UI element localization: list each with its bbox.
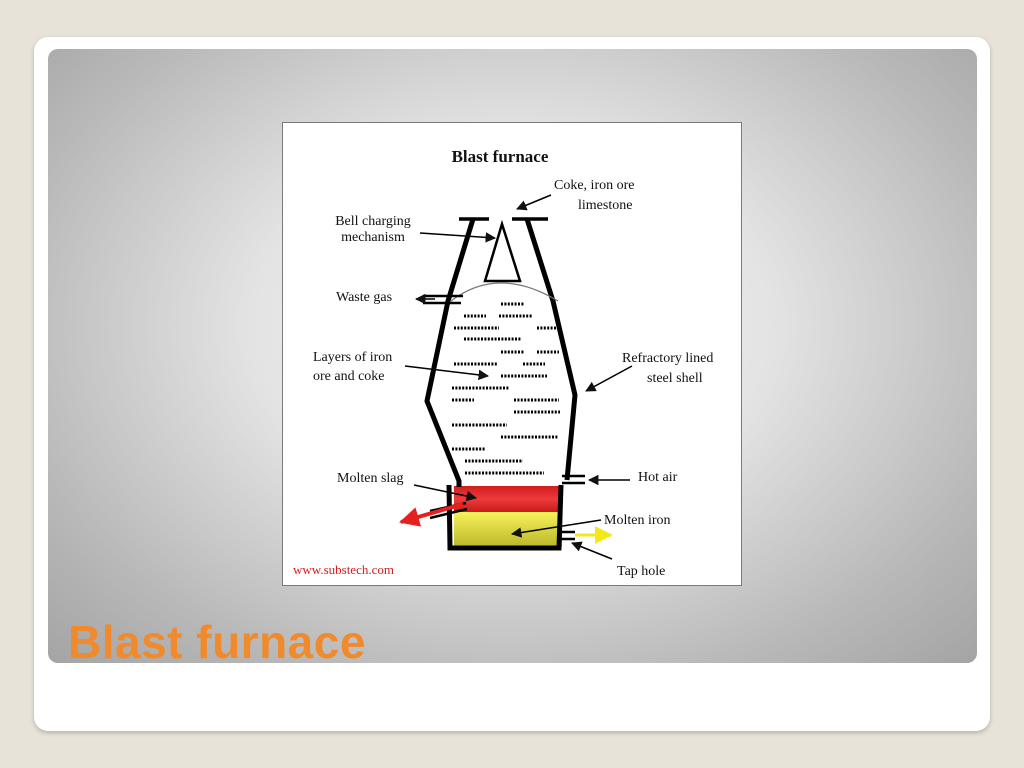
molten-slag-pool	[454, 486, 562, 512]
label-charge-line2: limestone	[578, 198, 632, 213]
burden-surface	[450, 282, 559, 302]
tap-hole-pointer	[571, 541, 613, 560]
label-bell-line1: Bell charging	[335, 214, 411, 229]
bell-pointer	[419, 232, 497, 243]
label-hot-air: Hot air	[638, 470, 678, 485]
slide-title: Blast furnace	[68, 616, 366, 668]
slag-pointer	[413, 484, 478, 502]
label-layers-line1: Layers of iron	[313, 350, 392, 365]
label-refractory-line1: Refractory lined	[622, 351, 713, 366]
refractory-pointer	[585, 365, 633, 392]
label-bell-line2: mechanism	[341, 230, 405, 245]
layers-pointer	[404, 365, 490, 381]
molten-iron-pool	[454, 512, 562, 547]
slag-outflow-arrow	[399, 502, 464, 527]
slag-tap-pipe-lower	[429, 507, 468, 520]
charge-pointer	[516, 194, 552, 211]
bell-cone	[483, 219, 522, 283]
label-waste-gas: Waste gas	[336, 290, 392, 305]
blast-furnace-diagram: Blast furnace	[282, 122, 742, 586]
label-layers-line2: ore and coke	[313, 369, 385, 384]
source-credit: www.substech.com	[293, 562, 394, 577]
tap-hole-pipe	[561, 530, 575, 541]
ore-coke-layers	[452, 302, 560, 475]
label-molten-slag: Molten slag	[337, 471, 404, 486]
label-refractory-line2: steel shell	[647, 371, 703, 386]
diagram-svg: Blast furnace	[293, 147, 713, 579]
furnace-shell	[424, 218, 578, 551]
hot-air-inlet	[562, 474, 585, 485]
waste-gas-outlet	[423, 294, 463, 305]
label-charge-line1: Coke, iron ore	[554, 178, 634, 193]
diagram-title: Blast furnace	[452, 147, 549, 166]
label-tap-hole: Tap hole	[617, 564, 665, 579]
label-molten-iron: Molten iron	[604, 513, 671, 528]
iron-pointer	[510, 519, 602, 538]
